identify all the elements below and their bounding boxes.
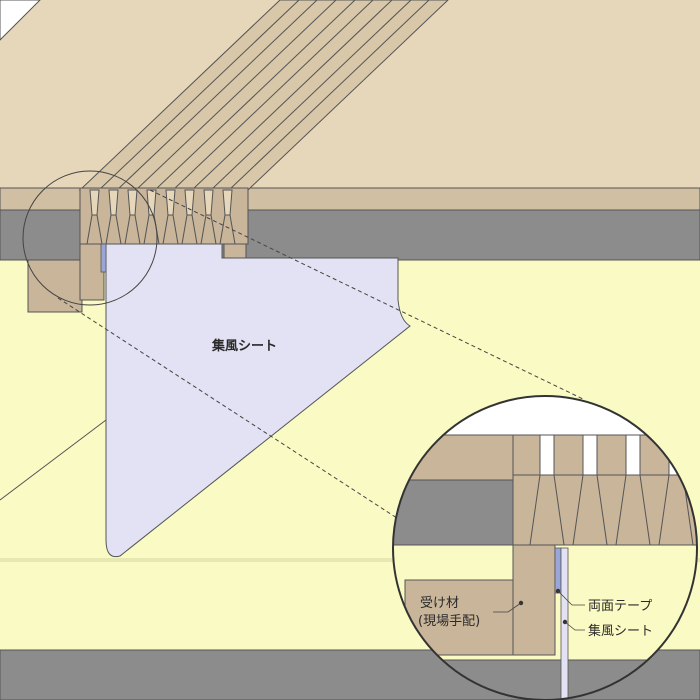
guide-line-bottom	[57, 297, 401, 521]
receiver-label-line2: (現場手配)	[418, 614, 480, 629]
diffuser-vanes	[86, 214, 236, 245]
wall-edge-line	[0, 419, 107, 501]
sheet-label: 集風シート	[211, 338, 277, 354]
leader-line-sheet	[564, 621, 585, 631]
diffuser-slots	[89, 189, 233, 216]
magnifier-small-circle	[22, 170, 158, 306]
air-collection-sheet	[105, 243, 411, 558]
tape-strip	[100, 243, 107, 273]
receiver-left-outer	[27, 259, 83, 313]
detail-view	[393, 396, 697, 700]
tape-label: 両面テープ	[588, 599, 652, 614]
sheet-detail-label: 集風シート	[588, 623, 653, 639]
leader-line-receiver	[493, 602, 522, 613]
magnifier-large-circle	[392, 395, 698, 700]
receiver-label-line1: 受け材	[420, 596, 459, 611]
receiver-left	[79, 243, 105, 301]
ceiling-corner	[0, 0, 41, 41]
floor-line	[0, 558, 700, 562]
guide-line-top	[149, 189, 586, 401]
leader-line-tape	[557, 590, 585, 606]
